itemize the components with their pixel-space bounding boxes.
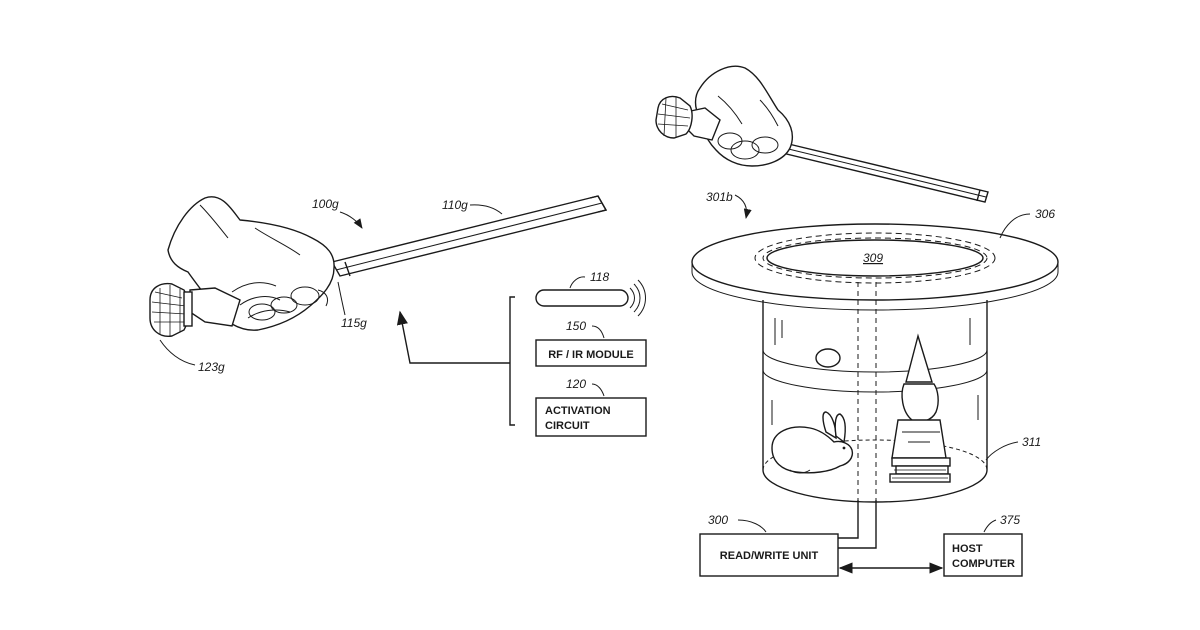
wand-block-diagram: 118 RF / IR MODULE 150 ACTIVATION CIRCUI… — [400, 270, 646, 436]
leader-110g — [470, 205, 502, 214]
ref-300: 300 — [708, 513, 728, 527]
ref-115g: 115g — [341, 316, 367, 330]
rf-ir-module-label: RF / IR MODULE — [548, 349, 634, 361]
ref-309: 309 — [863, 251, 883, 265]
component-bracket — [510, 297, 515, 425]
leader-115g — [338, 282, 345, 315]
bracket-arrow — [400, 312, 510, 363]
hat-sensor — [816, 349, 840, 367]
leader-120 — [592, 384, 604, 396]
ref-123g: 123g — [198, 360, 225, 374]
wand-right-gem — [656, 96, 692, 138]
pill-element — [536, 290, 628, 306]
wand-left-shaft — [332, 196, 606, 276]
signal-wave-3 — [638, 280, 646, 316]
ref-311: 311 — [1022, 435, 1041, 449]
wand-right-shaft — [770, 140, 988, 202]
book-1 — [892, 458, 950, 466]
wire-2 — [838, 500, 876, 548]
ref-306: 306 — [1035, 207, 1055, 221]
leader-123g — [160, 340, 195, 365]
activation-label-2: CIRCUIT — [545, 420, 590, 432]
host-label-2: COMPUTER — [952, 558, 1015, 570]
leader-375 — [984, 520, 996, 532]
ref-100g: 100g — [312, 197, 339, 211]
signal-wave-1 — [630, 288, 635, 308]
ref-150: 150 — [566, 319, 586, 333]
ref-110g: 110g — [442, 198, 468, 212]
wand-left-gem — [150, 284, 192, 337]
system-blocks: READ/WRITE UNIT 300 HOST COMPUTER 375 — [700, 513, 1022, 576]
leader-306 — [1000, 214, 1030, 238]
host-label-1: HOST — [952, 543, 983, 555]
rabbit-eye — [843, 447, 846, 450]
activation-label-1: ACTIVATION — [545, 405, 611, 417]
leader-150 — [592, 326, 604, 338]
wire-1 — [838, 500, 858, 538]
leader-118 — [570, 277, 585, 288]
leader-100g — [340, 212, 362, 228]
ref-118: 118 — [590, 270, 609, 284]
gnome-body — [892, 420, 946, 458]
leader-300 — [738, 520, 766, 532]
read-write-label: READ/WRITE UNIT — [720, 550, 819, 562]
ref-375: 375 — [1000, 513, 1020, 527]
magic-hat: 309 301b 306 311 — [692, 190, 1058, 548]
ref-301b: 301b — [706, 190, 733, 204]
leader-311 — [986, 442, 1018, 460]
leader-301b — [735, 195, 747, 218]
wand-right — [656, 66, 988, 202]
ref-120: 120 — [566, 377, 586, 391]
